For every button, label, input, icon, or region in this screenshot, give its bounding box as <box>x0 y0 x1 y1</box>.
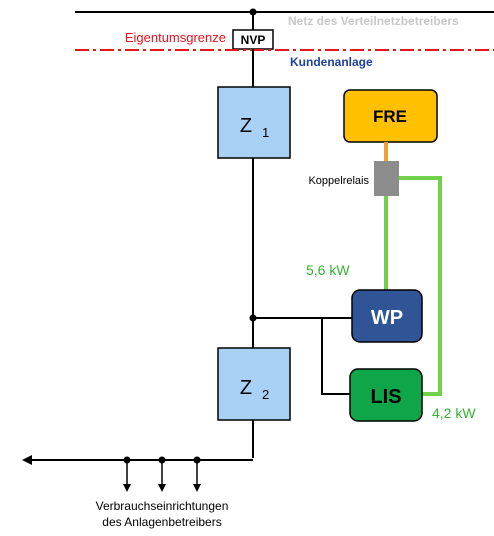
fre-box <box>343 89 438 143</box>
nvp-label: NVP <box>241 33 266 47</box>
meter-2-box <box>217 347 291 421</box>
lis-label: LIS <box>370 386 401 408</box>
consumers-label-line2: des Anlagenbetreibers <box>102 515 221 529</box>
network-label: Netz des Verteilnetzbetreibers <box>288 14 459 28</box>
relay-label: Koppelrelais <box>308 175 369 187</box>
lis-feeder-line <box>321 318 350 395</box>
meter-1-subscript: 1 <box>262 125 269 140</box>
busbar-arrow-head <box>22 455 32 465</box>
relay-to-lis-control <box>399 176 442 396</box>
meter-2-label: Z <box>240 377 252 399</box>
meter-1-label: Z <box>240 115 252 137</box>
lis-power-label: 4,2 kW <box>432 405 476 421</box>
consumer-arrow-3 <box>193 484 201 492</box>
meter-1-box <box>217 86 291 159</box>
consumer-arrow-1 <box>123 484 131 492</box>
customer-system-label: Kundenanlage <box>290 55 373 69</box>
wp-label: WP <box>371 307 403 329</box>
ownership-boundary-label: Eigentumsgrenze <box>125 30 226 45</box>
wp-power-label: 5,6 kW <box>306 262 350 278</box>
fre-label: FRE <box>373 107 407 126</box>
consumers-label-line1: Verbrauchseinrichtungen <box>96 499 229 513</box>
consumer-arrow-2 <box>158 484 166 492</box>
meter-2-subscript: 2 <box>262 387 269 402</box>
lis-box <box>349 368 423 422</box>
coupling-relay <box>374 161 399 196</box>
wp-box <box>351 289 423 343</box>
